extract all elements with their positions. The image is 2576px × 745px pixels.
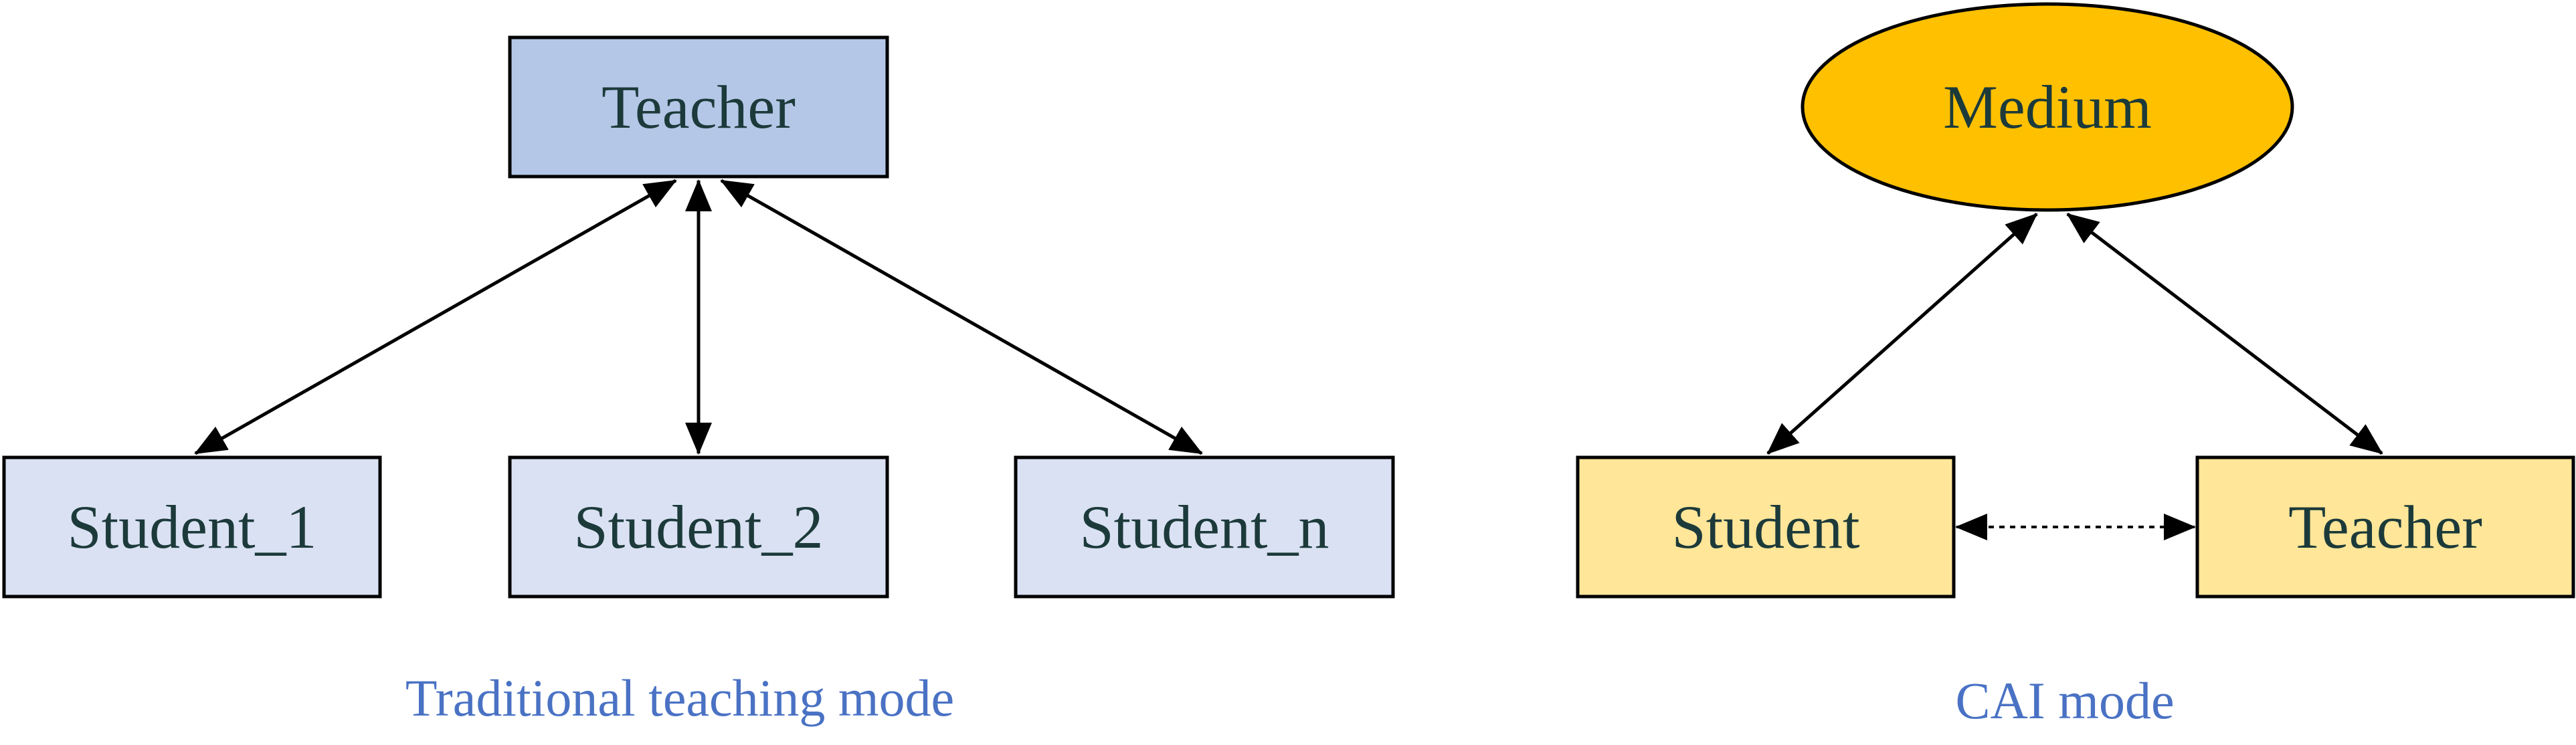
cai-mode-caption: CAI mode — [1955, 671, 2174, 730]
connector-teacher-student-n — [720, 179, 1203, 455]
cai-teacher-node: Teacher — [2195, 455, 2575, 599]
traditional-teacher-label: Teacher — [602, 73, 796, 141]
traditional-mode-caption: Traditional teaching mode — [405, 669, 954, 727]
student-2-label: Student_2 — [573, 493, 823, 561]
connector-medium-teacher — [2066, 213, 2383, 455]
traditional-connectors — [194, 179, 1203, 455]
student-n-node: Student_n — [1014, 455, 1395, 599]
cai-mode-group: Medium Student Teacher CAI mode — [1576, 2, 2575, 730]
cai-teacher-label: Teacher — [2288, 493, 2482, 561]
traditional-mode-group: Teacher Student_1 Student_2 Student_n Tr… — [2, 35, 1395, 727]
student-2-node: Student_2 — [508, 455, 889, 599]
medium-label: Medium — [1943, 73, 2152, 141]
medium-node: Medium — [1801, 2, 2294, 212]
traditional-teacher-node: Teacher — [508, 35, 889, 179]
connector-teacher-student-1 — [194, 179, 677, 455]
student-n-label: Student_n — [1079, 493, 1329, 561]
cai-student-node: Student — [1576, 455, 1956, 599]
cai-connectors — [1766, 213, 2383, 540]
student-1-node: Student_1 — [2, 455, 382, 599]
student-1-label: Student_1 — [67, 493, 316, 561]
cai-student-label: Student — [1671, 493, 1860, 561]
connector-medium-student — [1766, 213, 2038, 455]
